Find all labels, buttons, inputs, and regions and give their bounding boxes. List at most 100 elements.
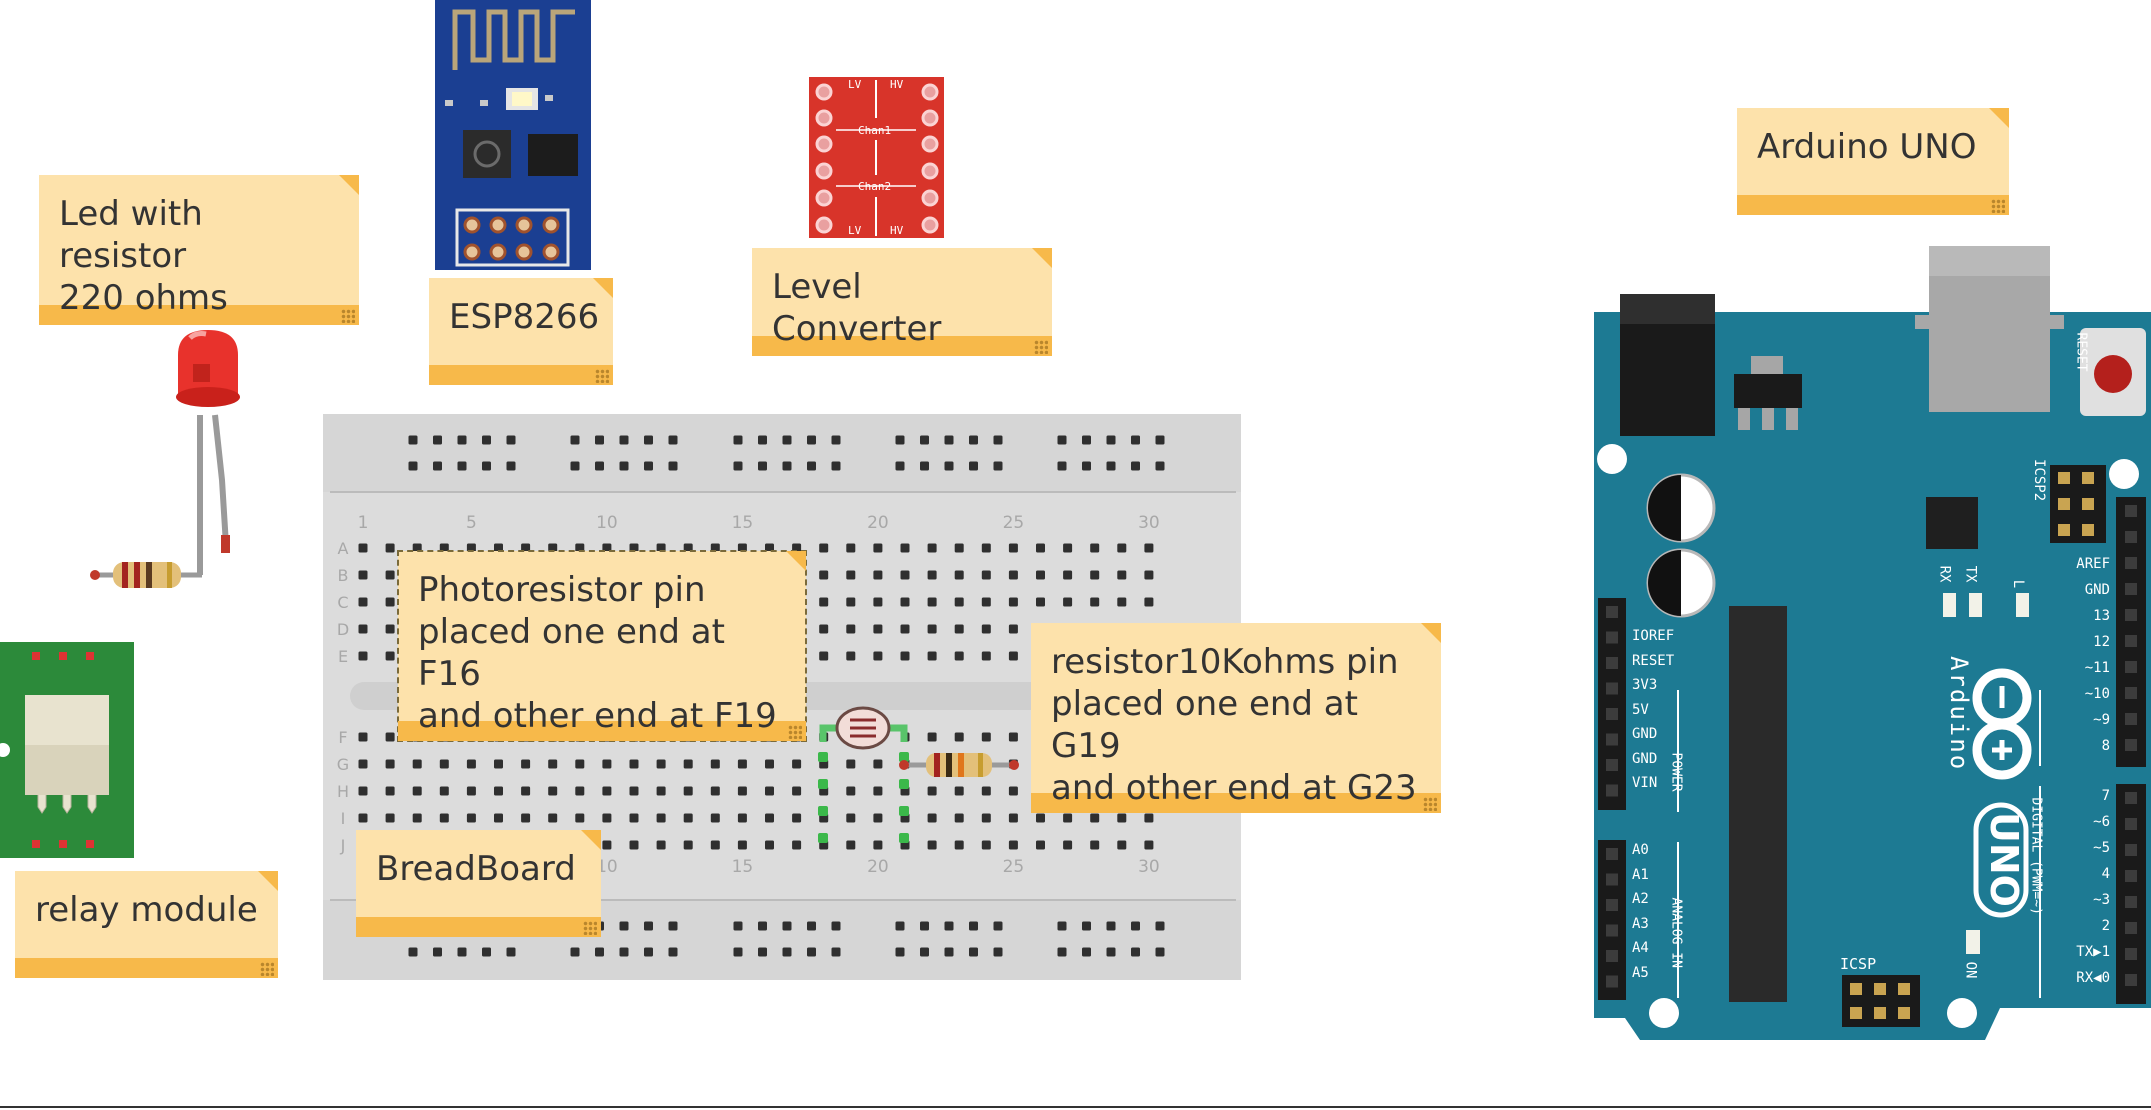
- breadboard-hole[interactable]: [954, 624, 964, 634]
- breadboard-hole[interactable]: [873, 597, 883, 607]
- breadboard-hole[interactable]: [358, 624, 368, 634]
- note-photoresistor[interactable]: Photoresistor pin placed one end at F16 …: [397, 550, 807, 742]
- breadboard-hole[interactable]: [466, 759, 476, 769]
- breadboard-hole[interactable]: [656, 786, 666, 796]
- breadboard-hole[interactable]: [765, 786, 774, 796]
- header-socket[interactable]: [2125, 557, 2137, 569]
- breadboard-hole[interactable]: [494, 786, 503, 796]
- breadboard-hole[interactable]: [1008, 597, 1018, 607]
- breadboard-hole[interactable]: [927, 624, 937, 634]
- breadboard-hole[interactable]: [385, 732, 395, 742]
- header-socket[interactable]: [1606, 848, 1618, 860]
- rail-hole[interactable]: [668, 921, 678, 931]
- breadboard-hole[interactable]: [954, 543, 964, 553]
- breadboard-hole[interactable]: [710, 813, 720, 823]
- rail-hole[interactable]: [1155, 435, 1165, 445]
- breadboard-hole[interactable]: [792, 840, 802, 850]
- rail-hole[interactable]: [920, 947, 929, 957]
- header-socket[interactable]: [1606, 606, 1618, 618]
- breadboard-hole[interactable]: [927, 543, 937, 553]
- breadboard-hole[interactable]: [954, 651, 964, 661]
- rail-hole[interactable]: [969, 921, 978, 931]
- breadboard-hole[interactable]: [792, 813, 802, 823]
- rail-hole[interactable]: [668, 461, 678, 471]
- breadboard-hole[interactable]: [873, 543, 883, 553]
- rail-hole[interactable]: [1106, 461, 1116, 471]
- rail-hole[interactable]: [758, 921, 767, 931]
- breadboard-hole[interactable]: [1117, 543, 1127, 553]
- rail-hole[interactable]: [1057, 461, 1067, 471]
- breadboard-hole[interactable]: [656, 543, 666, 553]
- rail-hole[interactable]: [1082, 435, 1091, 445]
- breadboard-hole[interactable]: [466, 813, 476, 823]
- breadboard-hole[interactable]: [602, 759, 612, 769]
- breadboard-hole[interactable]: [548, 759, 558, 769]
- breadboard-hole[interactable]: [737, 813, 747, 823]
- breadboard-hole[interactable]: [981, 597, 991, 607]
- breadboard-hole[interactable]: [358, 786, 368, 796]
- rail-hole[interactable]: [457, 947, 467, 957]
- breadboard-hole[interactable]: [792, 543, 802, 553]
- rail-hole[interactable]: [482, 435, 491, 445]
- breadboard-hole[interactable]: [1144, 597, 1154, 607]
- rail-hole[interactable]: [1057, 435, 1067, 445]
- breadboard-hole[interactable]: [981, 732, 991, 742]
- breadboard-hole[interactable]: [954, 840, 964, 850]
- arduino-uno[interactable]: [1594, 246, 2151, 1040]
- breadboard-hole[interactable]: [846, 570, 856, 580]
- breadboard-hole[interactable]: [1144, 543, 1154, 553]
- breadboard-hole[interactable]: [439, 543, 449, 553]
- breadboard-hole[interactable]: [1008, 732, 1018, 742]
- breadboard-hole[interactable]: [819, 570, 829, 580]
- rail-hole[interactable]: [1057, 947, 1067, 957]
- rail-hole[interactable]: [570, 461, 580, 471]
- header-socket[interactable]: [2125, 922, 2137, 934]
- breadboard-hole[interactable]: [683, 759, 693, 769]
- rail-hole[interactable]: [506, 435, 516, 445]
- breadboard-hole[interactable]: [737, 543, 747, 553]
- rail-hole[interactable]: [969, 435, 978, 445]
- breadboard-hole[interactable]: [466, 786, 476, 796]
- breadboard-hole[interactable]: [575, 759, 585, 769]
- breadboard-hole[interactable]: [900, 570, 910, 580]
- header-socket[interactable]: [1606, 950, 1618, 962]
- breadboard-hole[interactable]: [683, 813, 693, 823]
- breadboard-hole[interactable]: [710, 840, 720, 850]
- rail-hole[interactable]: [782, 461, 792, 471]
- rail-hole[interactable]: [1106, 947, 1116, 957]
- rail-hole[interactable]: [433, 435, 442, 445]
- header-socket[interactable]: [2125, 870, 2137, 882]
- breadboard-hole[interactable]: [466, 543, 476, 553]
- breadboard-hole[interactable]: [385, 759, 395, 769]
- breadboard-hole[interactable]: [765, 840, 774, 850]
- breadboard-hole[interactable]: [927, 840, 937, 850]
- breadboard-hole[interactable]: [981, 813, 991, 823]
- breadboard-hole[interactable]: [846, 840, 856, 850]
- rail-hole[interactable]: [969, 461, 978, 471]
- breadboard-hole[interactable]: [792, 759, 802, 769]
- header-socket[interactable]: [1606, 873, 1618, 886]
- header-socket[interactable]: [1606, 784, 1618, 797]
- breadboard-hole[interactable]: [1063, 813, 1073, 823]
- breadboard-hole[interactable]: [629, 786, 639, 796]
- breadboard-hole[interactable]: [629, 543, 639, 553]
- breadboard-hole[interactable]: [1036, 813, 1045, 823]
- rail-hole[interactable]: [482, 947, 491, 957]
- header-socket[interactable]: [2125, 844, 2137, 856]
- breadboard-hole[interactable]: [792, 786, 802, 796]
- header-socket[interactable]: [2125, 896, 2137, 908]
- note-resistor-10k[interactable]: resistor10Kohms pin placed one end at G1…: [1031, 623, 1441, 813]
- breadboard-hole[interactable]: [629, 813, 639, 823]
- rail-hole[interactable]: [1106, 921, 1116, 931]
- breadboard-hole[interactable]: [385, 786, 395, 796]
- breadboard-hole[interactable]: [737, 786, 747, 796]
- breadboard-hole[interactable]: [819, 651, 829, 661]
- relay-module[interactable]: [0, 642, 134, 858]
- note-led-with-resistor[interactable]: Led with resistor 220 ohms: [39, 175, 359, 325]
- breadboard-hole[interactable]: [981, 651, 991, 661]
- rail-hole[interactable]: [895, 461, 905, 471]
- header-socket[interactable]: [1606, 924, 1618, 937]
- resize-grip-icon[interactable]: [1423, 797, 1437, 811]
- breadboard-hole[interactable]: [900, 543, 910, 553]
- breadboard-hole[interactable]: [846, 597, 856, 607]
